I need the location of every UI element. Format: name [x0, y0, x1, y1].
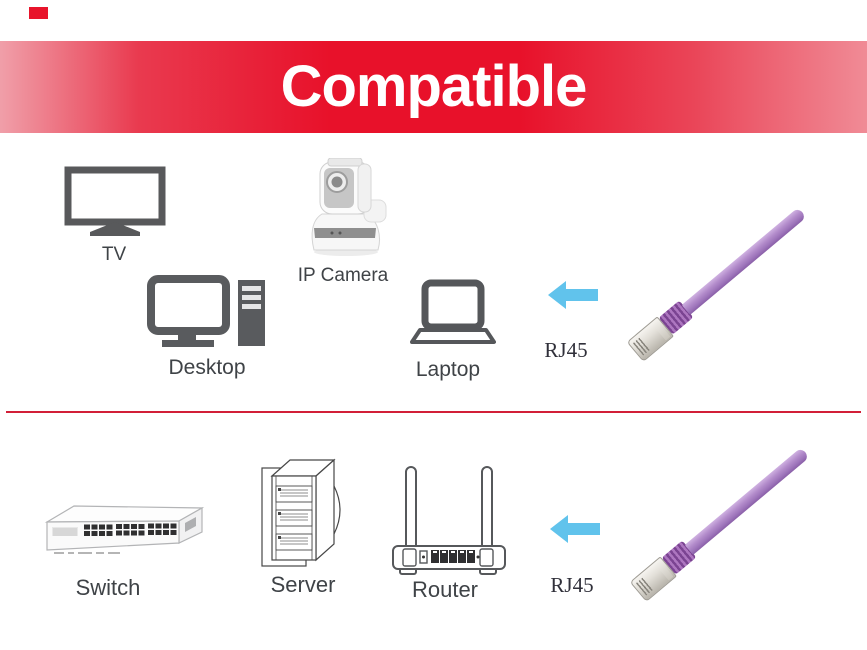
device-label-router: Router: [411, 577, 479, 602]
camera-base-band: [314, 228, 376, 238]
device-label-server: Server: [270, 572, 336, 597]
server-icon: [261, 458, 341, 567]
router-antenna-right: [481, 466, 493, 554]
arrow-left-icon: [548, 281, 598, 309]
device-label-switch: Switch: [75, 575, 141, 600]
corner-red-mark: [29, 7, 48, 19]
divider-line: [6, 411, 861, 413]
laptop-icon: [410, 279, 496, 344]
switch-ports: [84, 523, 177, 536]
switch-icon: [44, 505, 205, 554]
ip-camera-icon: [311, 158, 387, 256]
rj45-cable: [629, 442, 814, 602]
device-label-laptop: Laptop: [415, 358, 481, 381]
banner: Compatible: [0, 41, 867, 133]
arrow-left-icon: [550, 515, 600, 543]
desktop-icon: [147, 275, 265, 347]
tv-icon: [64, 166, 166, 236]
device-label-tv: TV: [101, 244, 127, 265]
router-icon: [392, 466, 506, 575]
rj45-label-top: RJ45: [544, 338, 588, 362]
banner-title: Compatible: [280, 54, 588, 119]
router-antenna-left: [405, 466, 417, 554]
rj45-cable: [626, 202, 811, 362]
cable-shaft: [684, 446, 810, 555]
switch-model-text: [54, 552, 120, 554]
device-label-desktop: Desktop: [168, 356, 246, 379]
router-ports: [431, 550, 475, 563]
cable-shaft: [681, 206, 807, 315]
device-label-ip-camera: IP Camera: [297, 265, 389, 286]
rj45-label-bottom: RJ45: [550, 573, 594, 597]
